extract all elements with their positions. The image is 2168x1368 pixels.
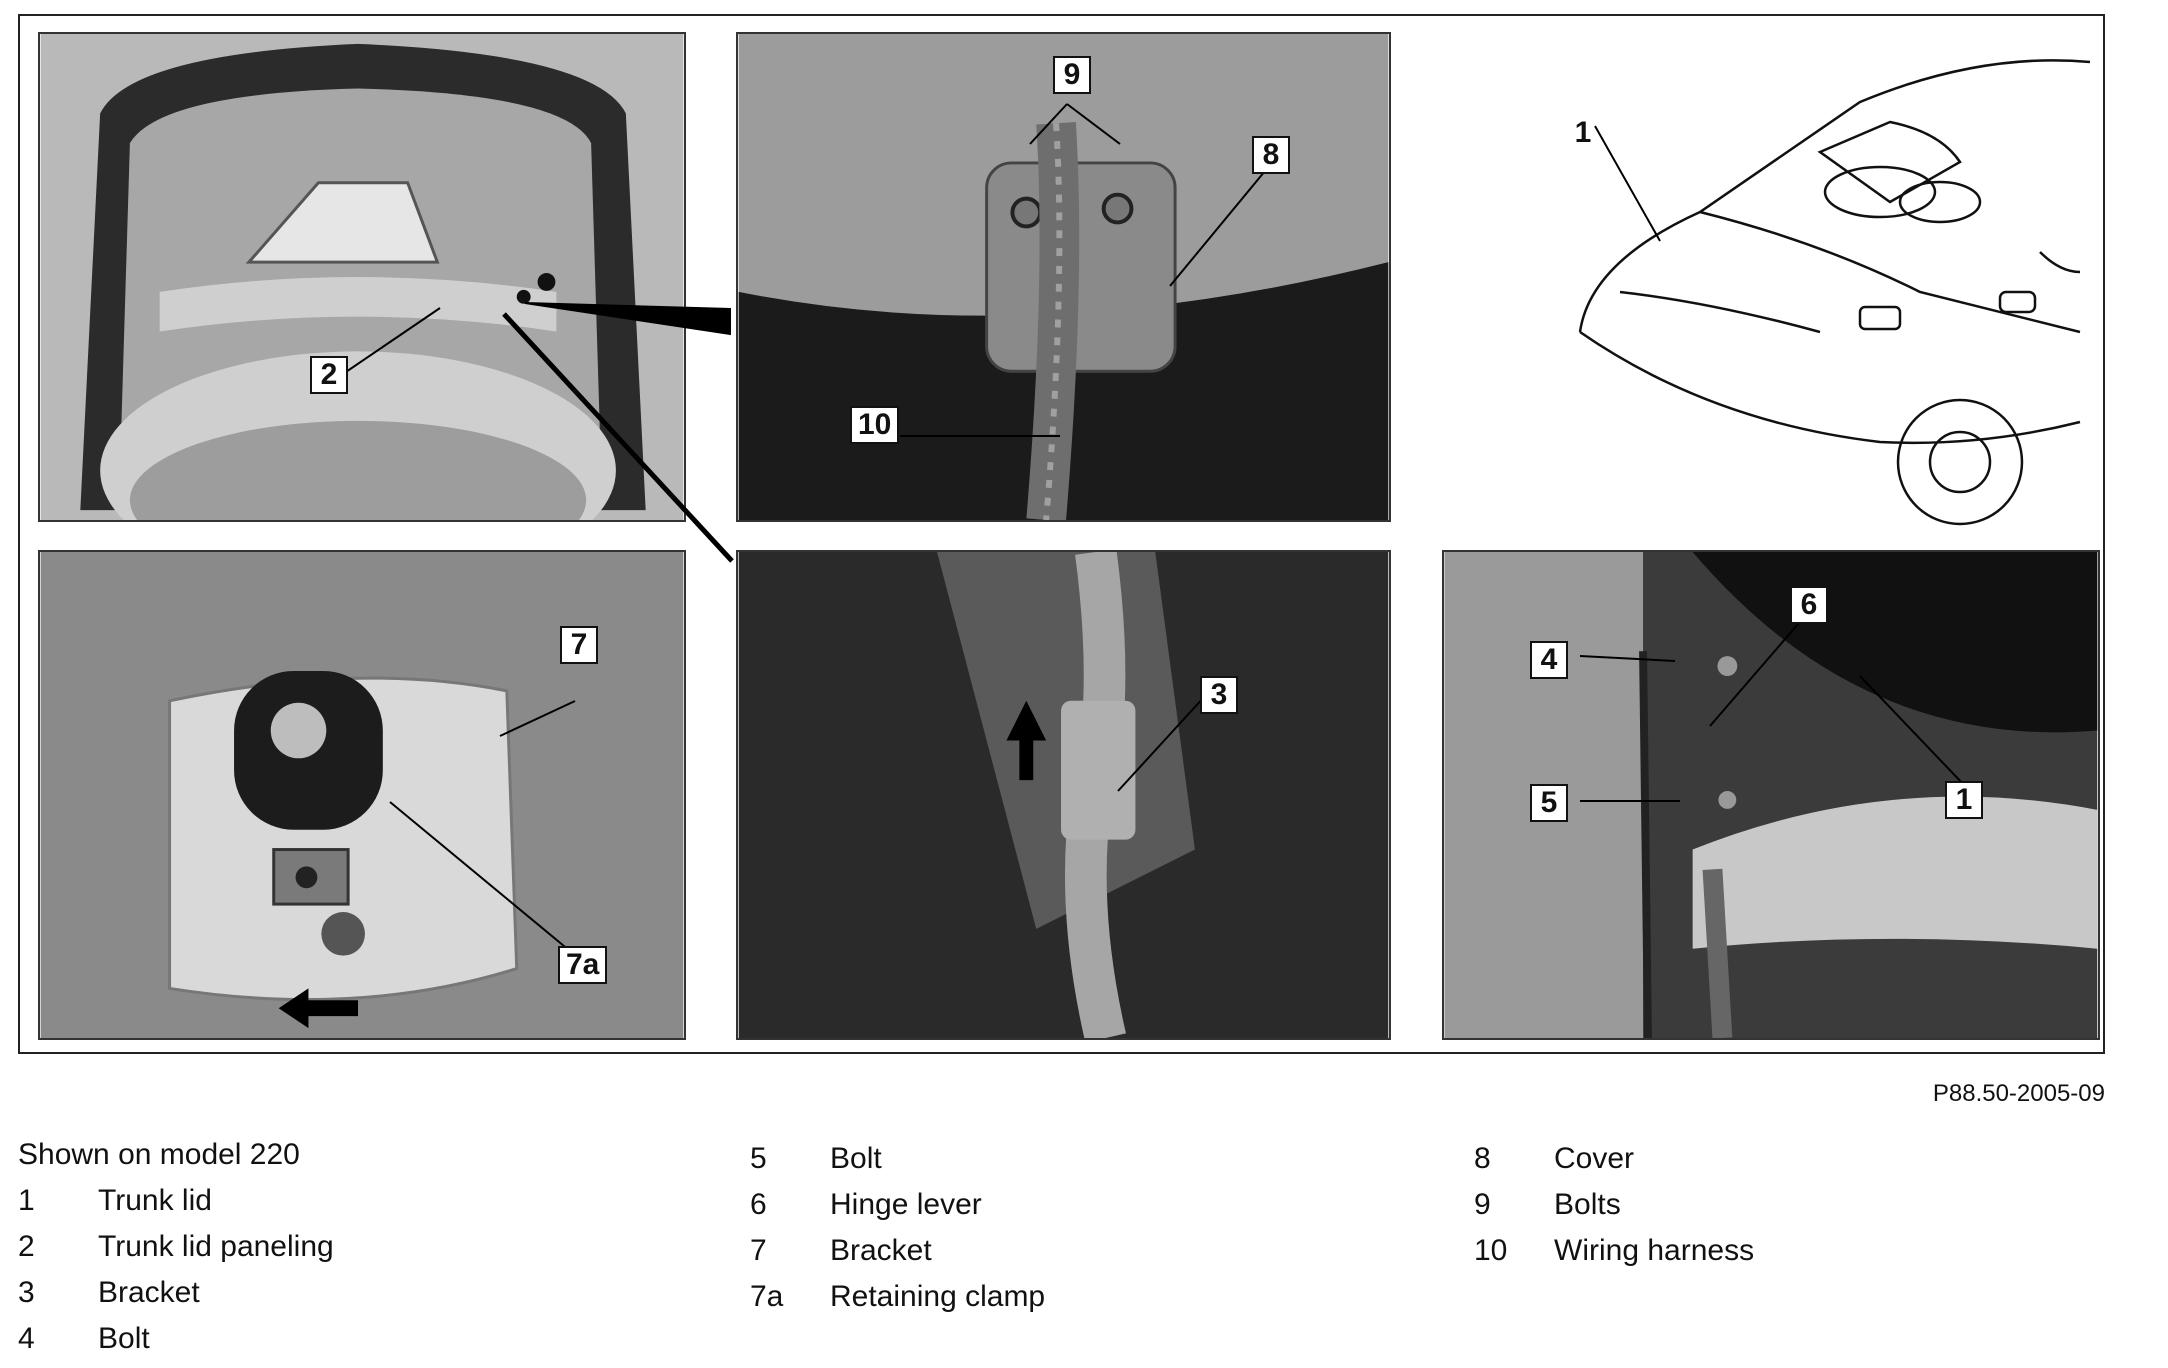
callout-7: 7 bbox=[560, 626, 598, 664]
legend-col-2: 5 Bolt 6 Hinge lever 7 Bracket 7a Retaining … bbox=[750, 1142, 1450, 1326]
callout-8: 8 bbox=[1252, 136, 1290, 174]
legend-label: Trunk lid paneling bbox=[98, 1230, 334, 1263]
legend: Shown on model 220 1 Trunk lid 2 Trunk lid… bbox=[18, 1138, 2118, 1355]
legend-item: 6 Hinge lever bbox=[750, 1188, 1450, 1234]
legend-item: 5 Bolt bbox=[750, 1142, 1450, 1188]
callout-1: 1 bbox=[1945, 781, 1983, 819]
photo-cover-detail bbox=[736, 32, 1391, 522]
legend-label: Bracket bbox=[98, 1276, 200, 1309]
legend-label: Bolts bbox=[1554, 1188, 1621, 1221]
legend-num: 7 bbox=[750, 1234, 767, 1267]
legend-item: 2 Trunk lid paneling bbox=[18, 1230, 718, 1276]
legend-item: 9 Bolts bbox=[1474, 1188, 2074, 1234]
photo-bracket-harness bbox=[736, 550, 1391, 1040]
figure-reference: P88.50-2005-09 bbox=[1932, 1080, 2105, 1107]
legend-label: Bolt bbox=[830, 1142, 882, 1175]
car-line-drawing bbox=[1578, 59, 2091, 526]
legend-num: 1 bbox=[18, 1184, 35, 1217]
callout-1-car: 1 bbox=[1574, 116, 1592, 149]
callout-9: 9 bbox=[1053, 56, 1091, 94]
legend-item: 4 Bolt bbox=[18, 1322, 718, 1368]
legend-label: Bolt bbox=[98, 1322, 150, 1355]
legend-num: 5 bbox=[750, 1142, 767, 1175]
trunk-lid-illustration bbox=[40, 34, 684, 520]
legend-label: Wiring harness bbox=[1554, 1234, 1755, 1267]
callout-3: 3 bbox=[1200, 676, 1238, 714]
legend-item: 8 Cover bbox=[1474, 1142, 2074, 1188]
callout-10: 10 bbox=[850, 406, 900, 444]
legend-num: 3 bbox=[18, 1276, 35, 1309]
photo-trunk-lid-open bbox=[38, 32, 686, 522]
legend-item: 1 Trunk lid bbox=[18, 1184, 718, 1230]
legend-num: 4 bbox=[18, 1322, 35, 1355]
cover-illustration bbox=[738, 34, 1389, 520]
legend-label: Retaining clamp bbox=[830, 1280, 1046, 1313]
legend-num: 7a bbox=[750, 1280, 784, 1313]
legend-num: 2 bbox=[18, 1230, 35, 1263]
legend-label: Cover bbox=[1554, 1142, 1635, 1175]
drawing-car-rear bbox=[1560, 32, 2100, 532]
callout-6: 6 bbox=[1790, 586, 1828, 624]
harness-illustration bbox=[738, 552, 1389, 1038]
legend-item: 7a Retaining clamp bbox=[750, 1280, 1450, 1326]
callout-4: 4 bbox=[1530, 641, 1568, 679]
legend-col-3: 8 Cover 9 Bolts 10 Wiring harness bbox=[1474, 1142, 2074, 1280]
legend-num: 8 bbox=[1474, 1142, 1491, 1175]
legend-num: 6 bbox=[750, 1188, 767, 1221]
legend-num: 10 bbox=[1474, 1234, 1508, 1267]
legend-label: Bracket bbox=[830, 1234, 932, 1267]
callout-2: 2 bbox=[310, 356, 348, 394]
figure-frame: 2 9 8 10 1 7 7a 3 4 6 5 1 bbox=[18, 14, 2105, 1054]
legend-caption: Shown on model 220 bbox=[18, 1138, 300, 1171]
legend-item: 10 Wiring harness bbox=[1474, 1234, 2074, 1280]
legend-item: 7 Bracket bbox=[750, 1234, 1450, 1280]
legend-label: Trunk lid bbox=[98, 1184, 212, 1217]
callout-7a: 7a bbox=[558, 946, 608, 984]
legend-label: Hinge lever bbox=[830, 1188, 982, 1221]
legend-num: 9 bbox=[1474, 1188, 1491, 1221]
legend-item: 3 Bracket bbox=[18, 1276, 718, 1322]
callout-5: 5 bbox=[1530, 784, 1568, 822]
legend-col-1: Shown on model 220 1 Trunk lid 2 Trunk lid… bbox=[18, 1138, 718, 1368]
